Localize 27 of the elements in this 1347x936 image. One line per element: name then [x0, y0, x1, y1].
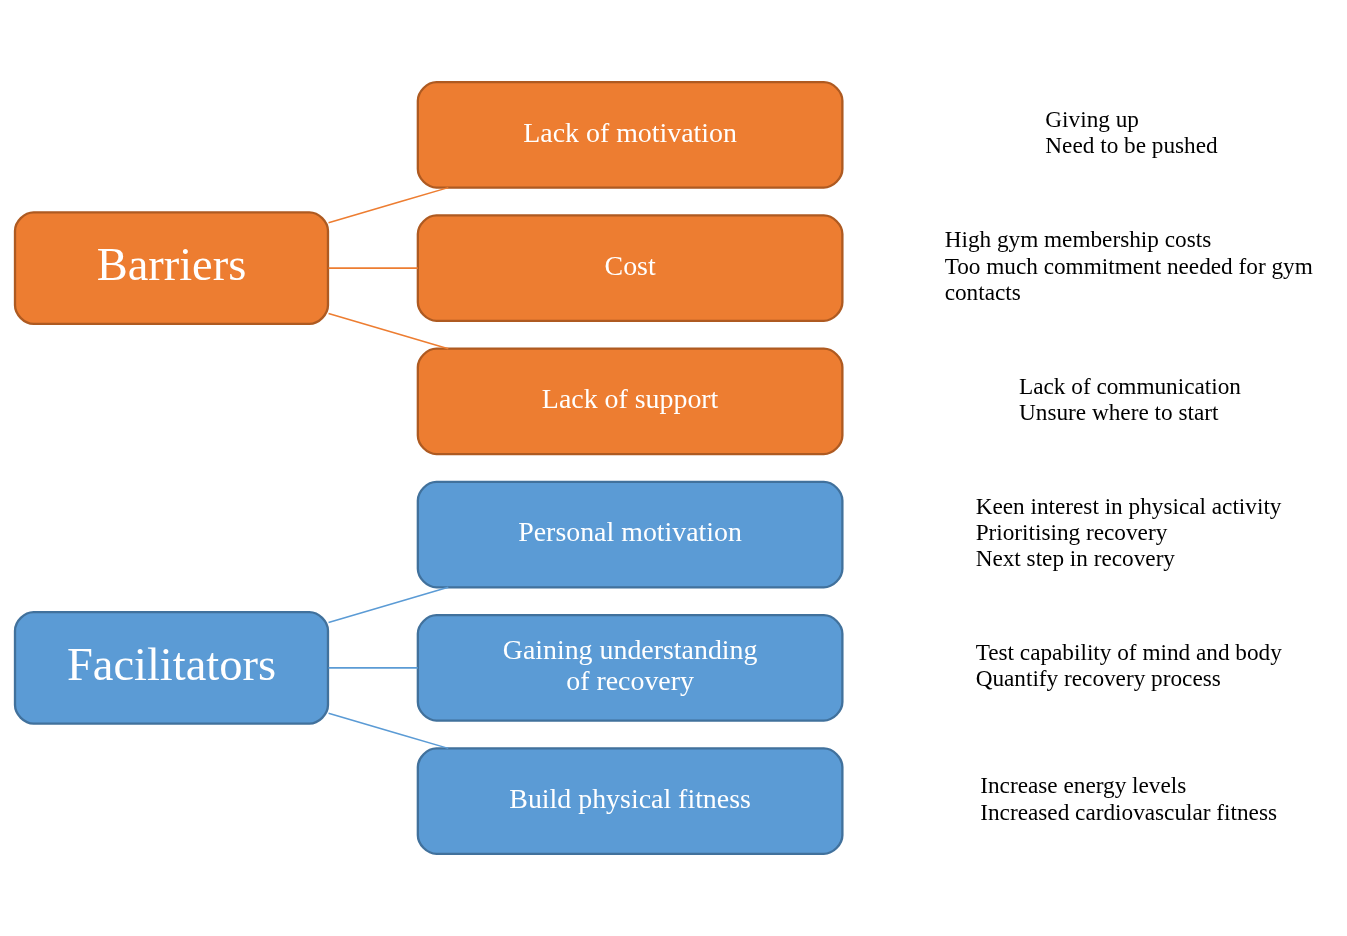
connector — [327, 186, 450, 224]
node-label: Giving up — [1045, 106, 1139, 133]
node-label: Increased cardiovascular fitness — [980, 798, 1278, 825]
node-box: Facilitators — [13, 610, 330, 725]
node-label: High gym membership costs — [944, 226, 1212, 253]
node-box: Lack of motivation — [416, 81, 844, 189]
node-box: Personal motivation — [416, 480, 844, 589]
node-box: Build physical fitness — [416, 747, 844, 855]
node-box: Cost — [416, 214, 844, 322]
node-label: Increase energy levels — [980, 772, 1187, 799]
node-label: Keen interest in physical activity — [975, 492, 1282, 519]
connector — [327, 667, 419, 669]
connector — [327, 267, 419, 269]
connector — [327, 586, 450, 624]
node-label: Test capability of mind and body — [975, 639, 1282, 666]
node-box: Lack of support — [416, 347, 844, 456]
node-label: Too much commitment needed for gym contacts — [944, 252, 1313, 305]
connector — [327, 312, 450, 350]
node-label: Need to be pushed — [1045, 132, 1218, 159]
node-label: Quantify recovery process — [975, 665, 1221, 692]
node-label: Prioritising recovery — [975, 519, 1168, 546]
node-label: Lack of communication — [1019, 372, 1241, 399]
node-label: Next step in recovery — [975, 545, 1175, 572]
node-box: Barriers — [13, 211, 330, 326]
node-label: Unsure where to start — [1019, 398, 1219, 425]
node-box: Gaining understanding of recovery — [416, 614, 844, 722]
connector — [327, 712, 450, 750]
